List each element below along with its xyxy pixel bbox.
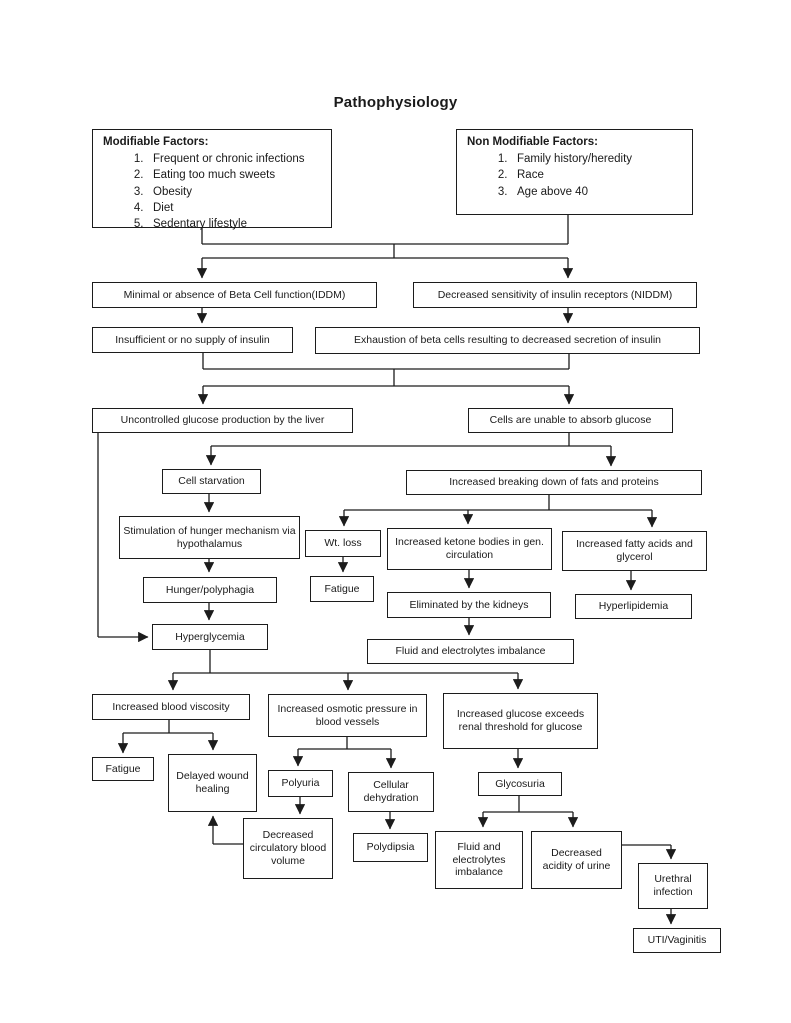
- modifiable-factors-box: Modifiable Factors: Frequent or chronic …: [92, 129, 332, 230]
- connector-lines: [97, 215, 671, 846]
- node-insufficient-insulin: Insufficient or no supply of insulin: [92, 327, 293, 353]
- node-urethral-infection: Urethral infection: [638, 863, 708, 909]
- node-glycosuria: Glycosuria: [478, 772, 562, 796]
- factor-item: Obesity: [153, 184, 323, 200]
- factor-item: Sedentary lifestyle: [153, 216, 323, 232]
- factor-item: Diet: [153, 200, 323, 216]
- node-fluid-imbalance-2: Fluid and electrolytes imbalance: [435, 831, 523, 889]
- node-polydipsia: Polydipsia: [353, 833, 428, 862]
- factor-item: Family history/heredity: [517, 151, 684, 167]
- node-blood-viscosity: Increased blood viscosity: [92, 694, 250, 720]
- connector-arrows: [98, 258, 677, 925]
- node-exhaustion-beta-cells: Exhaustion of beta cells resulting to de…: [315, 327, 700, 354]
- node-decreased-acidity: Decreased acidity of urine: [531, 831, 622, 889]
- non-modifiable-factors-heading: Non Modifiable Factors:: [467, 136, 598, 148]
- node-iddm: Minimal or absence of Beta Cell function…: [92, 282, 377, 308]
- non-modifiable-factors-box: Non Modifiable Factors: Family history/h…: [456, 129, 693, 215]
- node-cellular-dehydration: Cellular dehydration: [348, 772, 434, 812]
- node-hunger-polyphagia: Hunger/polyphagia: [143, 577, 277, 603]
- node-hyperlipidemia: Hyperlipidemia: [575, 594, 692, 619]
- node-polyuria: Polyuria: [268, 770, 333, 797]
- node-wt-loss: Wt. loss: [305, 530, 381, 557]
- node-fluid-imbalance-1: Fluid and electrolytes imbalance: [367, 639, 574, 664]
- node-renal-threshold: Increased glucose exceeds renal threshol…: [443, 693, 598, 749]
- node-fatigue-viscosity: Fatigue: [92, 757, 154, 781]
- node-osmotic-pressure: Increased osmotic pressure in blood vess…: [268, 694, 427, 737]
- node-cells-unable: Cells are unable to absorb glucose: [468, 408, 673, 433]
- non-modifiable-factors-list: Family history/heredity Race Age above 4…: [467, 151, 684, 200]
- page-title: Pathophysiology: [333, 94, 458, 111]
- node-delayed-healing: Delayed wound healing: [168, 754, 257, 812]
- node-stimulation-hunger: Stimulation of hunger mechanism via hypo…: [119, 516, 300, 559]
- node-cell-starvation: Cell starvation: [162, 469, 261, 494]
- factor-item: Age above 40: [517, 184, 684, 200]
- factor-item: Eating too much sweets: [153, 167, 323, 183]
- node-eliminated-kidneys: Eliminated by the kidneys: [387, 592, 551, 618]
- node-ketone-bodies: Increased ketone bodies in gen. circulat…: [387, 528, 552, 570]
- modifiable-factors-heading: Modifiable Factors:: [103, 136, 209, 148]
- factor-item: Race: [517, 167, 684, 183]
- modifiable-factors-list: Frequent or chronic infections Eating to…: [103, 151, 323, 233]
- node-niddm: Decreased sensitivity of insulin recepto…: [413, 282, 697, 308]
- node-fatigue-wt: Fatigue: [310, 576, 374, 602]
- node-uncontrolled-glucose: Uncontrolled glucose production by the l…: [92, 408, 353, 433]
- node-decreased-circulatory: Decreased circulatory blood volume: [243, 818, 333, 879]
- factor-item: Frequent or chronic infections: [153, 151, 323, 167]
- node-fatty-acids: Increased fatty acids and glycerol: [562, 531, 707, 571]
- node-uti-vaginitis: UTI/Vaginitis: [633, 928, 721, 953]
- node-hyperglycemia: Hyperglycemia: [152, 624, 268, 650]
- node-increased-breakdown: Increased breaking down of fats and prot…: [406, 470, 702, 495]
